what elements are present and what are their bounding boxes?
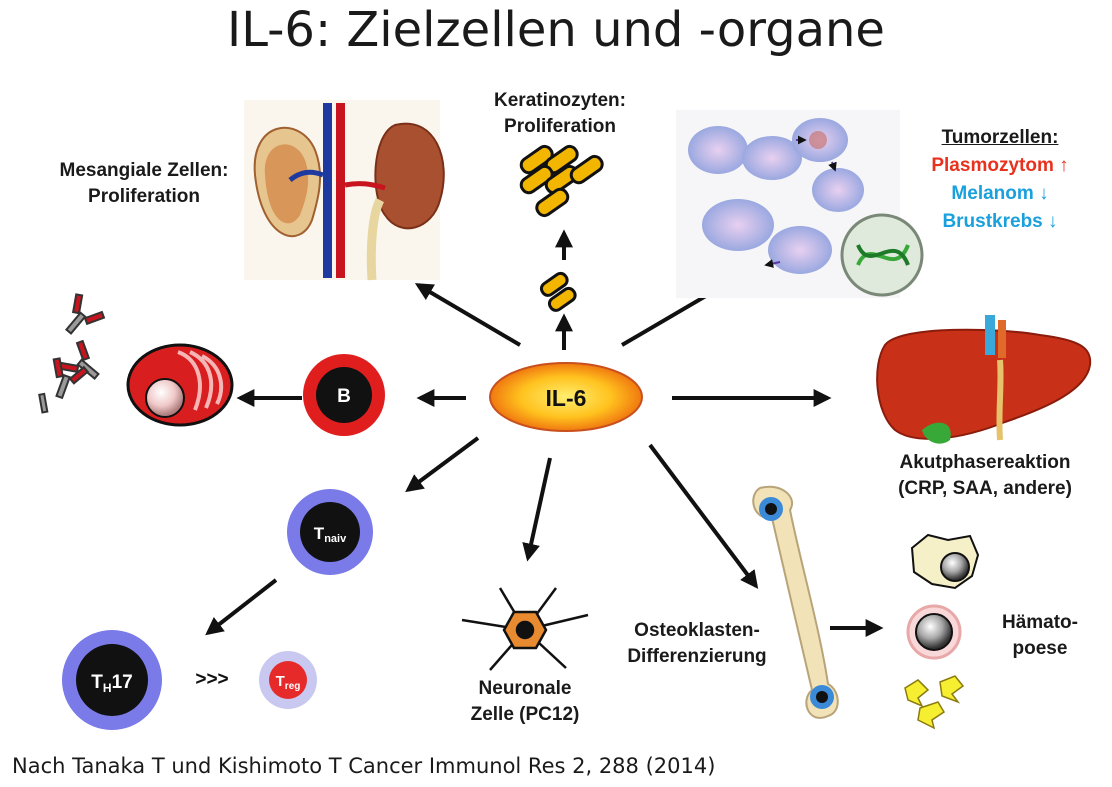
il6-ellipse [489, 362, 643, 432]
antibody-cluster-icon [38, 293, 106, 414]
t-naive-label: Tnaiv [314, 524, 347, 545]
vein-icon [323, 103, 332, 278]
tumor-item-plasmozytom: Plasmozytom ↑ [905, 152, 1095, 180]
arrow-to-neuron [522, 457, 552, 562]
tumor-cell-icon [688, 126, 748, 174]
tumor-item-melanom: Melanom ↓ [905, 180, 1095, 208]
tumor-cell-cycle-illustration [676, 110, 924, 298]
plasma-cell-icon [126, 343, 234, 427]
tumor-heading: Tumorzellen: [941, 127, 1059, 148]
neuron-icon [461, 587, 589, 671]
tumor-cell-icon [702, 199, 774, 251]
artery-icon [336, 103, 345, 278]
osteoclast-label: Osteoklasten- Differenzierung [612, 618, 782, 670]
th17-cell-icon [62, 630, 162, 730]
platelet-icon [904, 675, 965, 730]
il6-label: IL-6 [546, 385, 587, 411]
neuron-label: Neuronale Zelle (PC12) [440, 676, 610, 728]
acute-phase-label: Akutphasereaktion (CRP, SAA, andere) [870, 450, 1100, 502]
arrow-to-kidney [414, 283, 522, 347]
arrow-down-icon: ↓ [1048, 211, 1058, 232]
arrow-down-icon: ↓ [1039, 183, 1049, 204]
megakaryocyte-icon [910, 533, 980, 590]
gallbladder-icon [922, 422, 951, 444]
keratinocyte-label: Keratinozyten: Proliferation [470, 88, 650, 140]
arrow-to-osteoclast [648, 443, 759, 589]
tumor-cell-icon [742, 136, 802, 180]
keratinocyte-label-line2: Proliferation [504, 116, 616, 137]
hematopoiesis-label-line1: Hämato- [1001, 612, 1078, 633]
mesangial-label: Mesangiale Zellen: Proliferation [34, 158, 254, 210]
hematopoiesis-label-line2: poese [1012, 638, 1068, 659]
kidney-icon [374, 122, 445, 230]
treg-cell-icon [259, 651, 317, 709]
arrow-to-th17 [205, 578, 278, 636]
mesangial-label-line1: Mesangiale Zellen: [59, 160, 229, 181]
kidney-illustration [244, 100, 445, 281]
b-cell-label: B [337, 386, 351, 407]
hematopoiesis-label: Hämato- poese [985, 610, 1095, 662]
tumor-item-label: Melanom [951, 183, 1034, 204]
tumor-legend: Tumorzellen: Plasmozytom ↑ Melanom ↓ Bru… [905, 124, 1095, 236]
bone-icon [752, 485, 839, 719]
tumor-item-brustkrebs: Brustkrebs ↓ [905, 208, 1095, 236]
arrow-to-t-naive [405, 436, 480, 493]
acute-phase-line2: (CRP, SAA, andere) [898, 478, 1072, 499]
th17-label: TH17 [91, 672, 132, 695]
neuron-label-line2: Zelle (PC12) [470, 704, 580, 725]
t-naive-cell-icon [287, 489, 373, 575]
page-title: IL-6: Zielzellen und -organe [227, 2, 885, 58]
tumor-cell-icon [812, 168, 864, 212]
keratinocyte-cluster-icon [519, 144, 604, 218]
tumor-cell-icon [768, 226, 832, 274]
liver-illustration [876, 315, 1092, 444]
tumor-item-label: Brustkrebs [942, 211, 1043, 232]
b-cell-icon [303, 354, 385, 436]
acute-phase-line1: Akutphasereaktion [899, 452, 1071, 473]
stem-cell-icon [906, 604, 962, 660]
keratinocyte-label-line1: Keratinozyten: [494, 90, 626, 111]
comparison-symbol: >>> [195, 669, 228, 690]
keratinocyte-pair-icon [539, 271, 577, 312]
neuron-label-line1: Neuronale [478, 678, 572, 699]
citation: Nach Tanaka T und Kishimoto T Cancer Imm… [12, 754, 716, 778]
arrows [205, 229, 884, 637]
osteoclast-label-line1: Osteoklasten- [634, 620, 760, 641]
arrow-up-icon: ↑ [1059, 155, 1069, 176]
osteoclast-label-line2: Differenzierung [627, 646, 767, 667]
mesangial-label-line2: Proliferation [88, 186, 200, 207]
liver-icon [876, 328, 1092, 440]
tumor-item-label: Plasmozytom [931, 155, 1054, 176]
treg-label: Treg [276, 673, 301, 692]
